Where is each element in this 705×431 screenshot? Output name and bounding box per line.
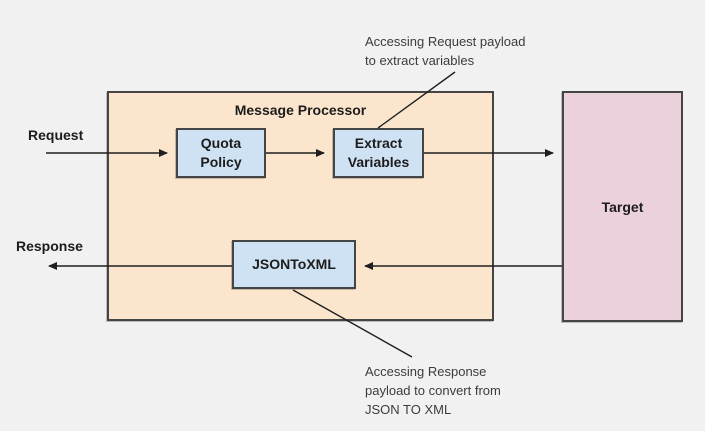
response-label: Response <box>16 238 83 254</box>
quota-policy-label: Quota Policy <box>200 135 242 170</box>
request-label: Request <box>28 127 84 143</box>
message-processor-title: Message Processor <box>234 102 367 118</box>
json-to-xml-label: JSONToXML <box>252 256 336 273</box>
response-payload-annotation: Accessing Response payload to convert fr… <box>365 364 501 417</box>
extract-variables-node: Extract Variables <box>333 128 424 178</box>
quota-policy-node: Quota Policy <box>176 128 266 178</box>
json-to-xml-node: JSONToXML <box>232 240 356 289</box>
target-label: Target <box>601 198 644 215</box>
target-box: Target <box>562 91 683 322</box>
request-payload-annotation: Accessing Request payload to extract var… <box>365 34 526 68</box>
extract-variables-label: Extract Variables <box>347 135 410 170</box>
